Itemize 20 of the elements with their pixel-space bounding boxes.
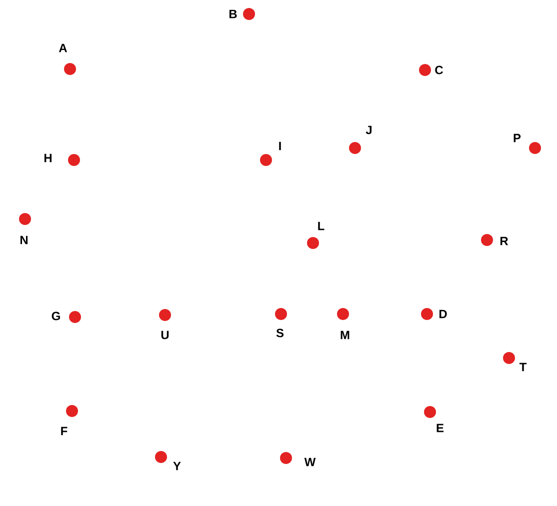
point-label: L (318, 222, 324, 230)
point-label: R (500, 236, 508, 246)
point-label: G (52, 312, 60, 320)
point-label: T (519, 362, 527, 372)
point-label: J (366, 126, 372, 134)
point-label: H (44, 154, 52, 162)
point-label: E (436, 424, 444, 432)
point-label: N (20, 236, 28, 244)
point-label: A (58, 44, 68, 52)
point-label: C (435, 66, 443, 74)
point-label: B (229, 10, 237, 18)
point-label: U (161, 330, 169, 340)
point-label: M (340, 330, 350, 340)
point-label: D (439, 310, 447, 318)
point-label: P (514, 134, 521, 142)
point-label: W (304, 458, 316, 466)
point-label: S (276, 328, 284, 338)
point-label: Y (173, 462, 181, 470)
point-label: F (61, 426, 68, 436)
point-label: I (279, 142, 281, 150)
